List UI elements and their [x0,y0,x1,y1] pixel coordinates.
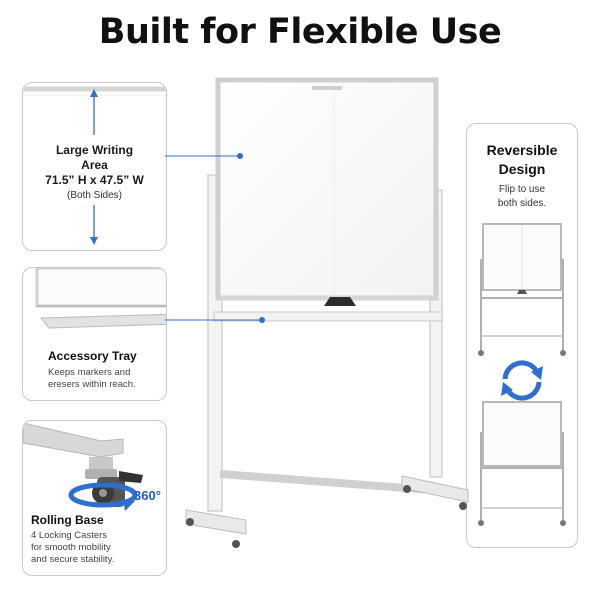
reversible-heading-2: Design [498,161,546,177]
accessory-tray-card: Accessory Tray Keeps markers and eresers… [22,267,167,401]
page-title: Built for Flexible Use [98,12,502,52]
rolling-base-desc-3: and secure stability. [31,554,115,565]
rotation-label: 360° [134,488,161,503]
callout-connectors [165,153,265,323]
writing-area-heading-2: Area [81,158,108,172]
reversible-design-card: Reversible Design Flip to use both sides… [466,123,578,548]
flip-cycle-icon [501,360,543,401]
writing-area-note: (Both Sides) [66,190,123,201]
writing-area-heading-1: Large Writing [55,143,134,157]
reversible-desc-1: Flip to use [498,184,546,195]
board-corner-illustration [23,86,166,245]
whiteboard-thumbnail-back [478,401,566,526]
accessory-tray-desc-2: eresers within reach. [48,379,136,390]
rolling-base-desc-2: for smooth mobility [31,542,111,553]
writing-area-card: Large Writing Area 71.5” H x 47.5” W (Bo… [22,82,167,251]
reversible-illustrations [478,223,566,526]
rolling-base-desc-1: 4 Locking Casters [31,530,108,541]
rolling-base-card: Rolling Base 4 Locking Casters for smoot… [22,420,167,576]
rotate-360-icon [68,482,138,511]
double-arrow-icon [90,89,98,245]
tray-illustration [35,268,166,329]
reversible-heading-1: Reversible [486,142,558,158]
reversible-desc-2: both sides. [497,198,547,209]
whiteboard-thumbnail-front [478,223,566,356]
writing-area-dimensions: 71.5” H x 47.5” W [45,173,144,187]
accessory-tray-heading: Accessory Tray [48,349,137,363]
rolling-base-heading: Rolling Base [31,513,104,527]
accessory-tray-desc-1: Keeps markers and [48,367,131,378]
